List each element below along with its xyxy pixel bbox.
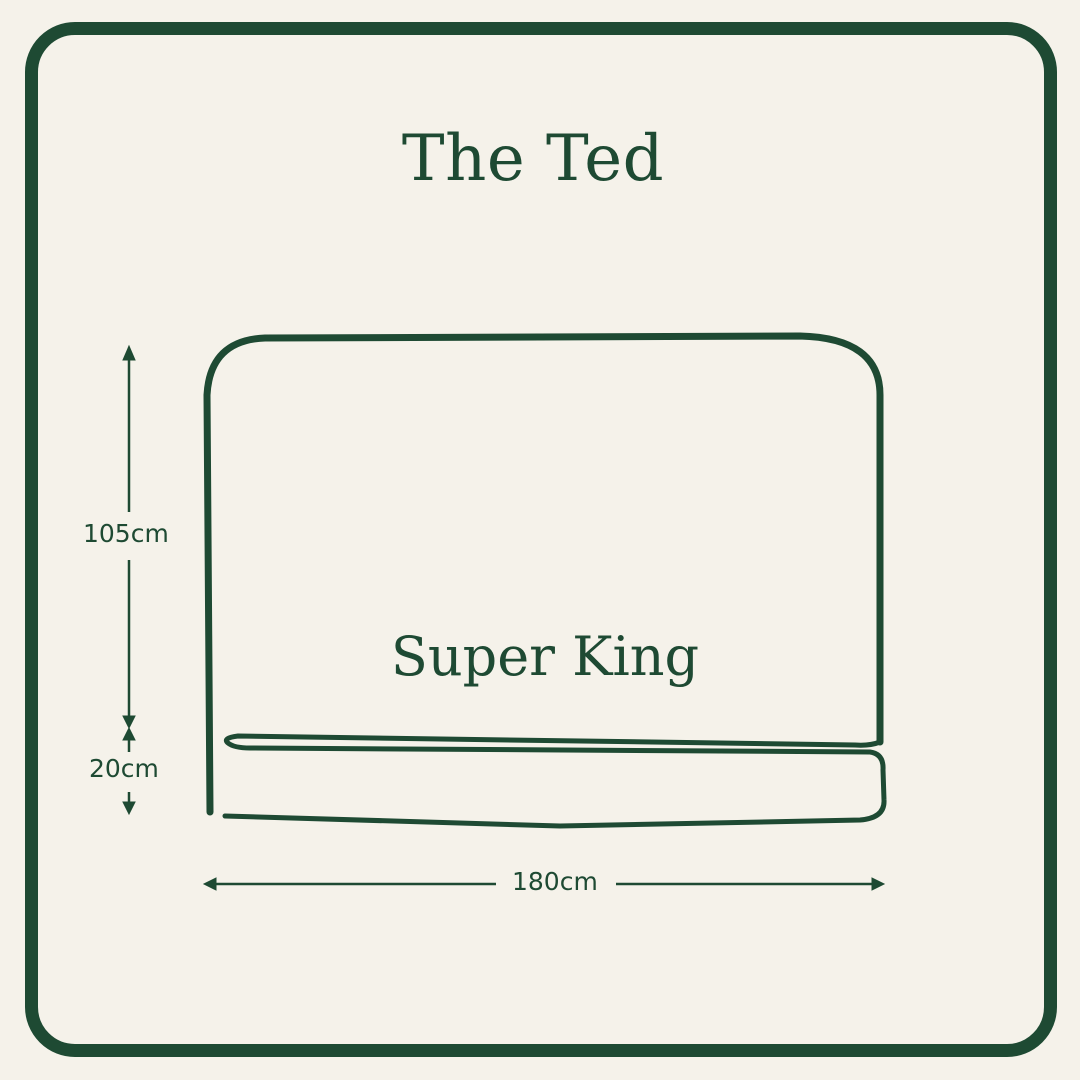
bed-size-label: Super King xyxy=(390,625,700,688)
headboard-height-label: 105cm xyxy=(83,519,169,548)
base-dimension-arrow xyxy=(122,726,136,816)
card-border xyxy=(25,22,1057,1057)
width-label: 180cm xyxy=(506,869,604,894)
width-dimension-arrow xyxy=(202,877,886,891)
product-title: The Ted xyxy=(401,122,665,196)
height-dimension-arrow xyxy=(122,344,136,730)
headboard-outline xyxy=(203,332,887,829)
base-height-label: 20cm xyxy=(89,754,159,783)
